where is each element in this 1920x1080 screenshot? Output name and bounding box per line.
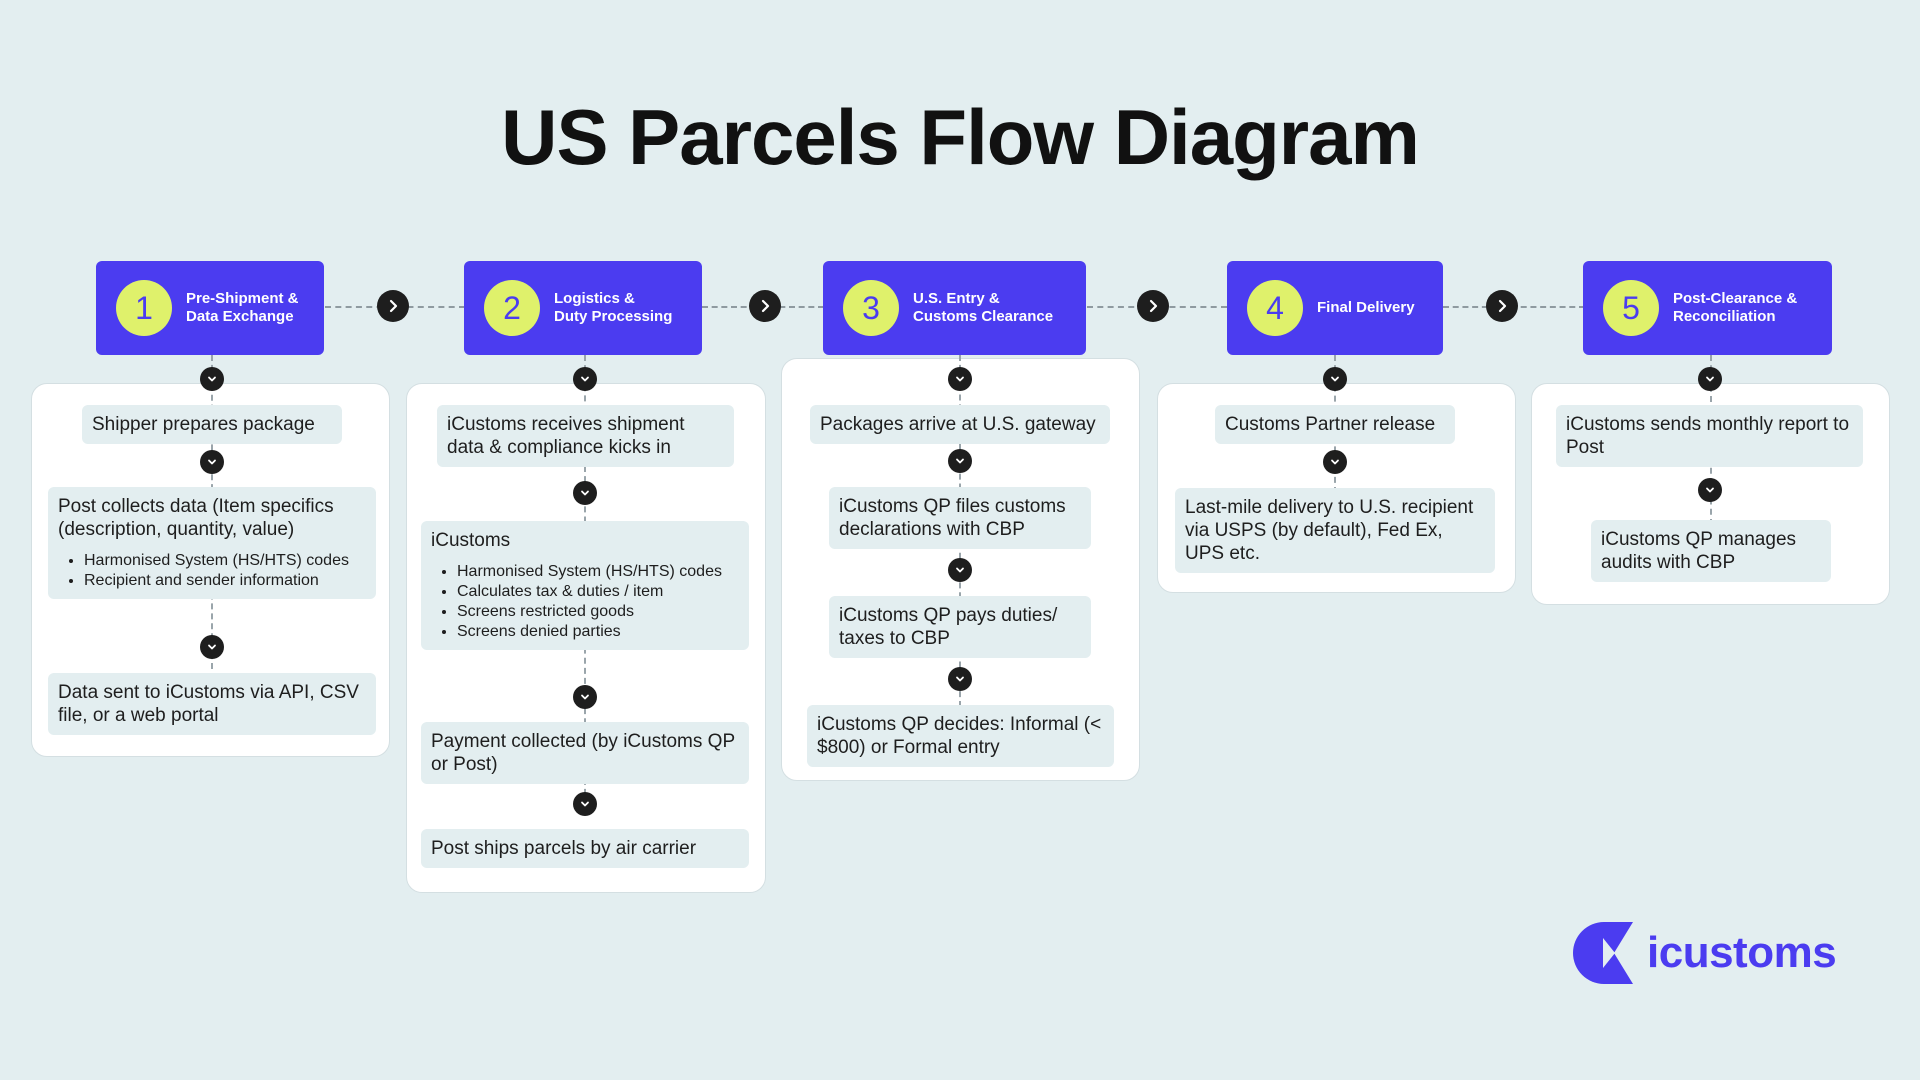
step-header: 5 Post-Clearance & Reconciliation [1583, 261, 1832, 355]
chevron-down-icon [573, 792, 597, 816]
flow-box-text: iCustoms receives shipment data & compli… [447, 414, 685, 458]
chevron-down-icon [573, 481, 597, 505]
flow-box: iCustoms sends monthly report to Post [1556, 405, 1863, 467]
step-header: 1 Pre-Shipment & Data Exchange [96, 261, 324, 355]
chevron-down-icon [1698, 367, 1722, 391]
bullet-item: Screens restricted goods [457, 602, 739, 622]
flow-box-text: iCustoms QP pays duties/ taxes to CBP [839, 605, 1058, 649]
flow-box-text: Last-mile delivery to U.S. recipient via… [1185, 497, 1474, 564]
step-header: 4 Final Delivery [1227, 261, 1443, 355]
icustoms-logo-icon [1573, 922, 1633, 984]
flow-box: iCustoms receives shipment data & compli… [437, 405, 734, 467]
chevron-down-icon [948, 367, 972, 391]
step-number: 2 [484, 280, 540, 336]
flow-box-text: iCustoms QP manages audits with CBP [1601, 529, 1797, 573]
step-title: Pre-Shipment & Data Exchange [186, 290, 299, 325]
flow-box-text: iCustoms QP files customs declarations w… [839, 496, 1066, 540]
flow-box: iCustoms QP pays duties/ taxes to CBP [829, 596, 1091, 658]
flow-box-text: iCustoms [431, 530, 511, 551]
flow-box-text: Post ships parcels by air carrier [431, 838, 697, 859]
bullet-item: Recipient and sender information [84, 571, 366, 591]
step-number: 5 [1603, 280, 1659, 336]
step-number: 3 [843, 280, 899, 336]
chevron-down-icon [948, 667, 972, 691]
chevron-down-icon [200, 635, 224, 659]
bullet-list: Harmonised System (HS/HTS) codes Recipie… [58, 551, 366, 591]
bullet-list: Harmonised System (HS/HTS) codes Calcula… [431, 562, 739, 642]
chevron-right-icon [749, 290, 781, 322]
flow-box: Packages arrive at U.S. gateway [810, 405, 1110, 444]
chevron-right-icon [1137, 290, 1169, 322]
step-number: 1 [116, 280, 172, 336]
step-title: Logistics & Duty Processing [554, 290, 673, 325]
chevron-down-icon [948, 449, 972, 473]
flow-box-text: Post collects data (Item specifics (desc… [58, 496, 334, 540]
step-number: 4 [1247, 280, 1303, 336]
flow-box: iCustoms QP manages audits with CBP [1591, 520, 1831, 582]
flow-box: Shipper prepares package [82, 405, 342, 444]
flow-box: Post ships parcels by air carrier [421, 829, 749, 868]
flow-box: Post collects data (Item specifics (desc… [48, 487, 376, 599]
chevron-down-icon [573, 367, 597, 391]
chevron-right-icon [1486, 290, 1518, 322]
flow-box: iCustoms QP decides: Informal (< $800) o… [807, 705, 1114, 767]
flow-box-text: Data sent to iCustoms via API, CSV file,… [58, 682, 359, 726]
chevron-down-icon [1698, 478, 1722, 502]
step-title: U.S. Entry & Customs Clearance [913, 290, 1054, 325]
flow-box: iCustoms QP files customs declarations w… [829, 487, 1091, 549]
chevron-down-icon [573, 685, 597, 709]
brand-logo: icustoms [1573, 920, 1837, 986]
chevron-down-icon [200, 367, 224, 391]
bullet-item: Calculates tax & duties / item [457, 582, 739, 602]
flow-box-text: Packages arrive at U.S. gateway [820, 414, 1096, 435]
step-title: Post-Clearance & Reconciliation [1673, 290, 1798, 325]
chevron-right-icon [377, 290, 409, 322]
logo-text: icustoms [1647, 928, 1837, 977]
chevron-down-icon [200, 450, 224, 474]
flow-box-text: iCustoms sends monthly report to Post [1566, 414, 1850, 458]
flow-box-text: Customs Partner release [1225, 414, 1436, 435]
page-title: US Parcels Flow Diagram [501, 93, 1420, 181]
bullet-item: Harmonised System (HS/HTS) codes [457, 562, 739, 582]
flow-box: Customs Partner release [1215, 405, 1455, 444]
bullet-item: Screens denied parties [457, 622, 739, 642]
flow-box-text: Shipper prepares package [92, 414, 315, 435]
flow-box: Data sent to iCustoms via API, CSV file,… [48, 673, 376, 735]
chevron-down-icon [1323, 367, 1347, 391]
flow-box: Last-mile delivery to U.S. recipient via… [1175, 488, 1495, 573]
step-header: 2 Logistics & Duty Processing [464, 261, 702, 355]
step-header: 3 U.S. Entry & Customs Clearance [823, 261, 1086, 355]
bullet-item: Harmonised System (HS/HTS) codes [84, 551, 366, 571]
chevron-down-icon [948, 558, 972, 582]
flow-box-text: Payment collected (by iCustoms QP or Pos… [431, 731, 735, 775]
step-title: Final Delivery [1317, 299, 1415, 316]
chevron-down-icon [1323, 450, 1347, 474]
flow-box-text: iCustoms QP decides: Informal (< $800) o… [817, 714, 1102, 758]
flow-box: Payment collected (by iCustoms QP or Pos… [421, 722, 749, 784]
flow-box: iCustoms Harmonised System (HS/HTS) code… [421, 521, 749, 650]
